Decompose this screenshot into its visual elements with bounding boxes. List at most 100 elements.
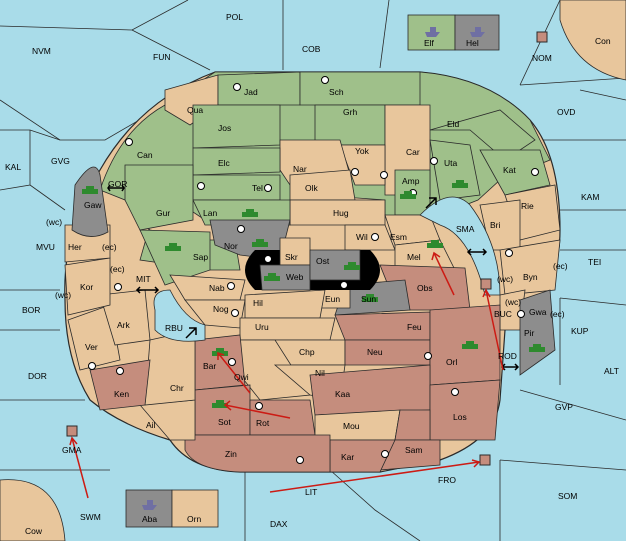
tank-icon[interactable] [212, 400, 228, 408]
province-label-cow: Cow [25, 526, 43, 536]
tank-icon[interactable] [344, 262, 360, 270]
province-elc[interactable] [192, 147, 281, 176]
move-arrow-head [217, 351, 225, 360]
move-arrow-head [471, 459, 481, 468]
province-label-kor: Kor [80, 282, 93, 292]
province-label-qwi: Qwi [234, 372, 249, 382]
province-sap[interactable] [139, 229, 211, 286]
province-neu[interactable] [344, 339, 431, 366]
fleet-icon[interactable] [470, 27, 485, 37]
province-lan[interactable] [192, 199, 291, 226]
supply-center-icon [451, 388, 459, 396]
tank-icon[interactable] [362, 294, 378, 302]
box-label-hel: Hel [466, 38, 479, 48]
province-jad[interactable] [217, 71, 301, 106]
province-label-rie: Rie [521, 201, 534, 211]
move-arrow-head [431, 251, 441, 261]
supply-center-icon [255, 402, 263, 410]
coast-label: (ec) [553, 261, 568, 271]
coast-label: (ec) [550, 309, 565, 319]
sea-sma-channel[interactable] [419, 196, 501, 296]
province-pir[interactable] [519, 289, 556, 376]
province-label-amp: Amp [402, 176, 420, 186]
tank-icon[interactable] [529, 344, 545, 352]
tank-icon[interactable] [427, 240, 443, 248]
province-label-nor: Nor [224, 241, 238, 251]
province-label-pir: Pir [524, 328, 535, 338]
supply-center-icon [264, 184, 272, 192]
province-label-ver: Ver [85, 342, 98, 352]
tank-icon[interactable] [264, 273, 280, 281]
province-label-nil: Nil [315, 368, 325, 378]
province-sot[interactable] [194, 384, 251, 436]
sea-label-gvg: GVG [51, 156, 70, 166]
sea-label-dax: DAX [270, 519, 288, 529]
ship-marker-icon[interactable] [480, 278, 492, 290]
province-label-lan: Lan [203, 208, 217, 218]
province-ver[interactable] [67, 304, 121, 371]
province-kat[interactable] [479, 149, 551, 196]
coast-label: (wc) [46, 217, 62, 227]
ship-marker-icon[interactable] [536, 31, 548, 43]
tank-icon[interactable] [82, 186, 98, 194]
province-ost[interactable] [309, 249, 361, 281]
supply-center-icon [88, 362, 96, 370]
province-los[interactable] [429, 379, 501, 441]
tank-icon[interactable] [452, 180, 468, 188]
province-label-eld: Eld [447, 119, 460, 129]
province-label-yok: Yok [355, 146, 370, 156]
sea-label-fun: FUN [153, 52, 170, 62]
sea-label-fro: FRO [438, 475, 456, 485]
box-orn[interactable] [171, 489, 219, 528]
supply-center-icon [430, 157, 438, 165]
supply-center-icon [231, 309, 239, 317]
province-label-nab: Nab [209, 283, 225, 293]
province-label-her: Her [68, 242, 82, 252]
ship-marker-icon[interactable] [479, 454, 491, 466]
move-arrow [224, 404, 291, 419]
province-label-web: Web [286, 272, 304, 282]
fleet-icon[interactable] [425, 27, 440, 37]
province-jos[interactable] [192, 104, 281, 149]
province-label-nog: Nog [213, 304, 229, 314]
province-olk[interactable] [289, 169, 356, 201]
province-label-jad: Jad [244, 87, 258, 97]
province-label-los: Los [453, 412, 467, 422]
sea-label-som: SOM [558, 491, 577, 501]
tank-icon[interactable] [252, 239, 268, 247]
sea-label-dor: DOR [28, 371, 47, 381]
coast-label: (wc) [55, 290, 71, 300]
province-web[interactable] [259, 264, 311, 291]
province-ark[interactable] [99, 289, 151, 346]
sea-label-gor: GOR [108, 179, 127, 189]
supply-center-icon [351, 168, 359, 176]
province-gaw[interactable] [71, 166, 109, 237]
fleet-icon[interactable] [142, 500, 157, 510]
double-arrow-icon [107, 184, 125, 192]
double-arrow-icon [466, 248, 488, 256]
province-label-grh: Grh [343, 107, 357, 117]
province-gur[interactable] [124, 164, 194, 231]
ship-marker-icon[interactable] [66, 425, 78, 437]
province-label-sun: Sun [361, 294, 376, 304]
tank-icon[interactable] [242, 209, 258, 217]
province-byn[interactable] [499, 239, 561, 296]
province-label-olk: Olk [305, 183, 319, 193]
supply-center-icon [227, 282, 235, 290]
sea-label-nvm: NVM [32, 46, 51, 56]
province-label-sch: Sch [329, 87, 344, 97]
province-ken[interactable] [89, 359, 151, 411]
tank-icon[interactable] [462, 341, 478, 349]
sea-label-gma: GMA [62, 445, 82, 455]
sea-label-cob: COB [302, 44, 321, 54]
tank-icon[interactable] [165, 243, 181, 251]
tank-icon[interactable] [400, 191, 416, 199]
sea-label-lit: LIT [305, 487, 317, 497]
coast-label: (ec) [102, 242, 117, 252]
province-sch[interactable] [299, 71, 421, 106]
province-kor[interactable] [64, 257, 111, 316]
diagonal-arrow-icon [425, 197, 437, 209]
sea-label-gvp: GVP [555, 402, 573, 412]
province-zin[interactable] [184, 434, 331, 473]
